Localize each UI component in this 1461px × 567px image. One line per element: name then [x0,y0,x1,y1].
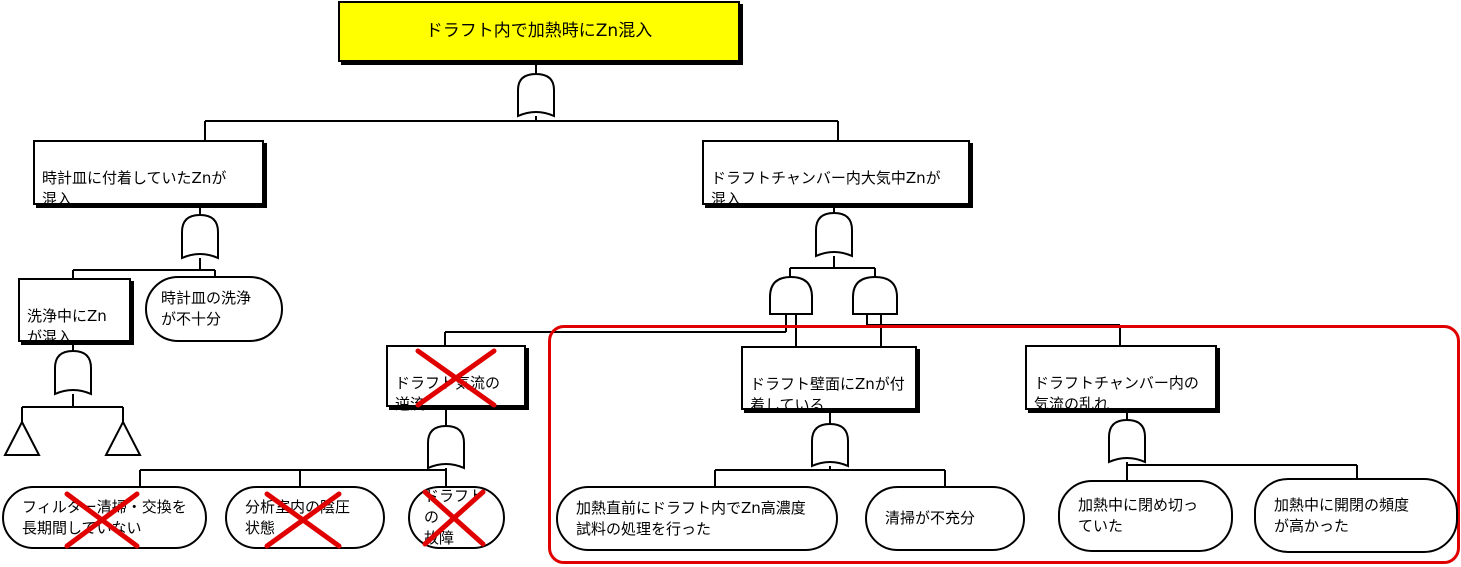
event-chamber-air-zn: ドラフトチャンバー内大気中Znが 混入 [702,140,970,208]
basic-high-conc: 加熱直前にドラフト内でZn高濃度 試料の処理を行った [556,486,838,551]
event-label: ドラフトの 故障 [424,487,485,547]
event-label: 分析室内の陰圧 状態 [245,497,351,537]
highlight-frame [548,325,1460,564]
basic-closed: 加熱中に閉め切っ ていた [1058,480,1233,552]
or-gate-icon [517,72,555,118]
event-label: 加熱直前にドラフト内でZn高濃度 試料の処理を行った [576,498,806,538]
event-label: ドラフトチャンバー内の 気流の乱れ [1034,374,1199,413]
event-label: 清掃が不充分 [885,509,976,527]
basic-filter: フィルター清掃・交換を 長期間していない [2,486,207,549]
event-label: 加熱中に開閉の頻度 が高かった [1274,495,1410,535]
event-wall-zn: ドラフト壁面にZnが付 着している [741,346,917,414]
event-watchglass-zn: 時計皿に付着していたZnが 混入 [33,140,264,208]
or-gate-icon [815,211,853,258]
event-backflow: ドラフト気流の 逆流 [386,345,526,413]
or-gate-icon [427,424,465,470]
event-label: 時計皿の洗浄 が不十分 [161,289,252,328]
or-gate-icon [181,213,219,260]
basic-watchglass-wash: 時計皿の洗浄 が不十分 [145,276,283,342]
or-gate-icon [1108,418,1146,464]
top-event: ドラフト内で加熱時にZn混入 [338,1,740,62]
event-label: 時計皿に付着していたZnが 混入 [42,169,227,208]
and-gate-icon [769,275,813,315]
event-label: フィルター清掃・交換を 長期間していない [22,497,187,537]
event-label: 加熱中に閉め切っ ていた [1078,496,1199,535]
event-label: ドラフト壁面にZnが付 着している [750,375,905,414]
transfer-triangle-icon [3,419,41,456]
basic-draft-fail: ドラフトの 故障 [408,486,505,549]
top-event-label: ドラフト内で加熱時にZn混入 [425,21,653,41]
event-label: ドラフトチャンバー内大気中Znが 混入 [711,169,941,208]
or-gate-icon [811,422,849,468]
event-turbulence: ドラフトチャンバー内の 気流の乱れ [1025,345,1217,413]
or-gate-icon [54,349,92,396]
basic-neg-pressure: 分析室内の陰圧 状態 [225,486,385,549]
event-wash-zn: 洗浄中にZn が混入 [18,278,131,346]
basic-open-freq: 加熱中に開閉の頻度 が高かった [1254,478,1458,553]
and-gate-icon [852,275,898,315]
event-label: 洗浄中にZn が混入 [27,307,107,346]
transfer-triangle-icon [104,419,142,456]
basic-cleaning: 清掃が不充分 [865,486,1025,551]
